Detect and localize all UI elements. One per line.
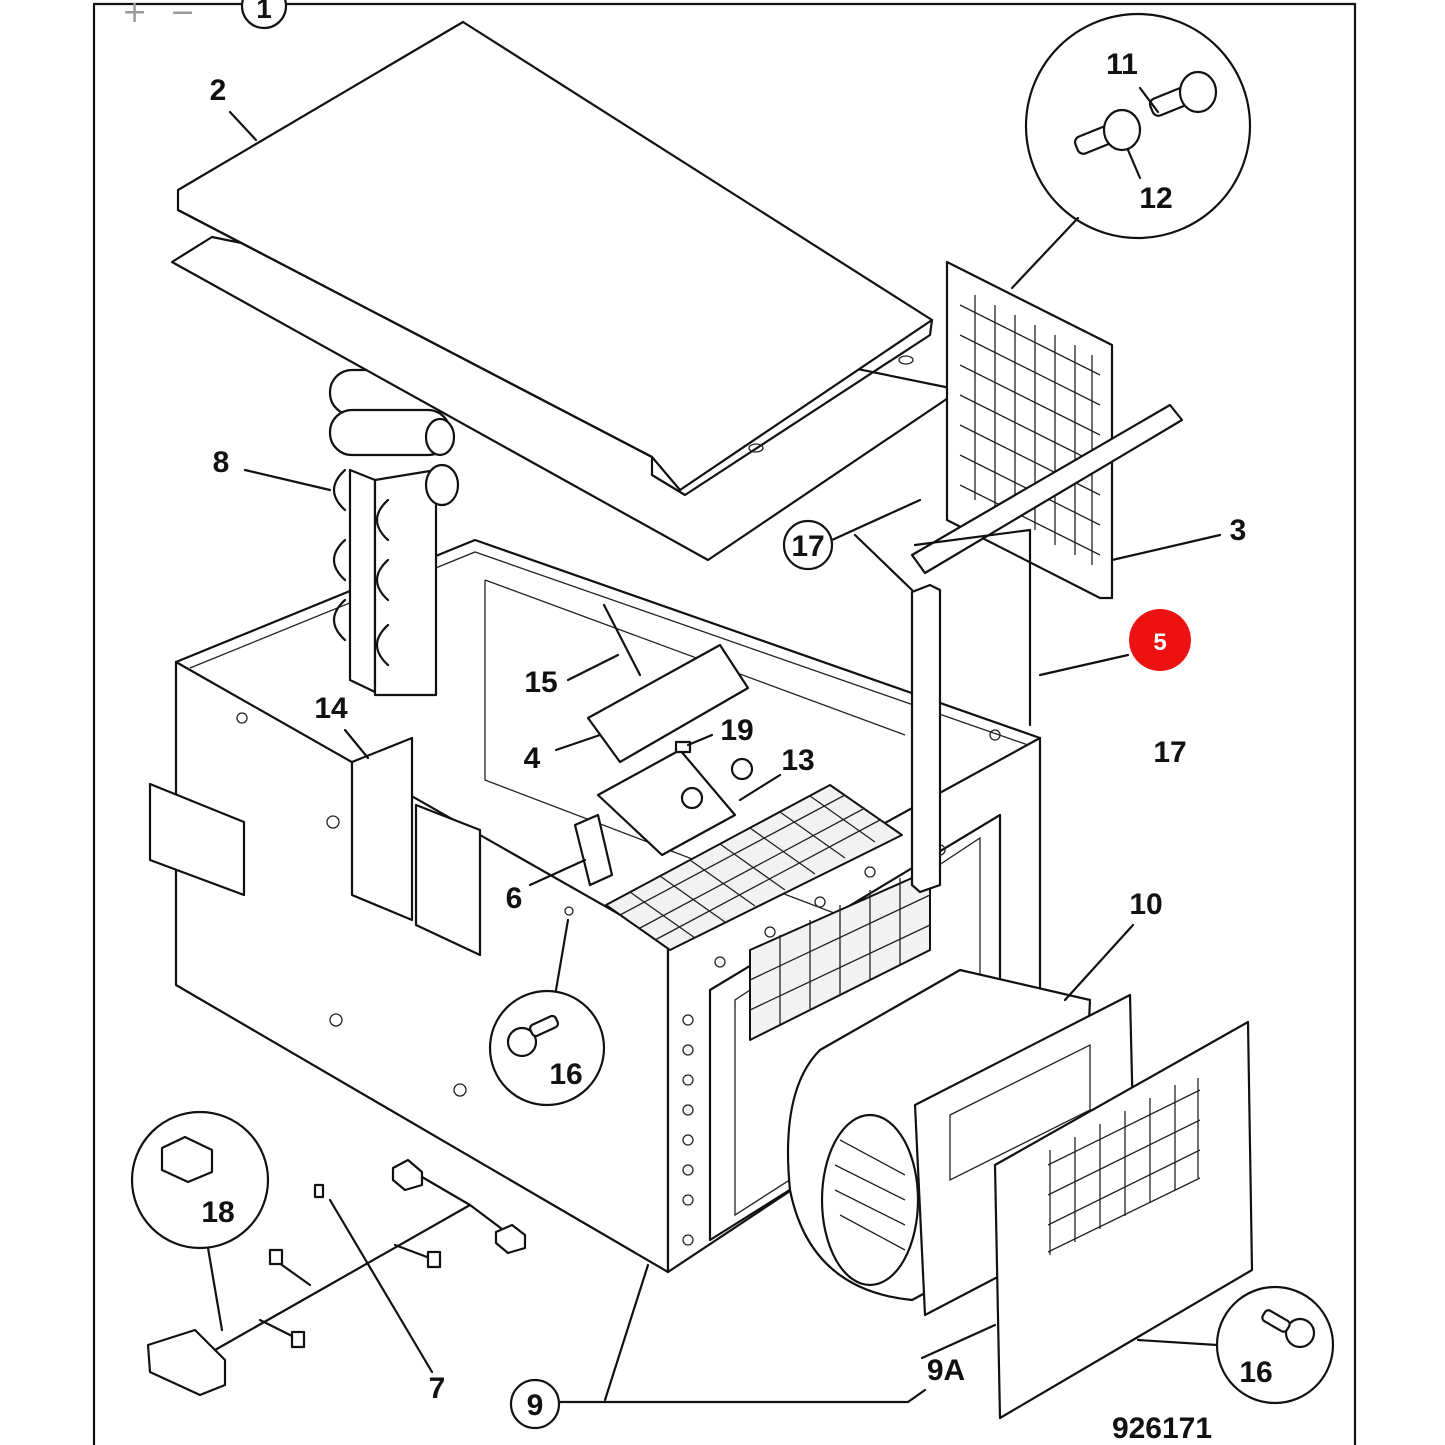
detail-circle-16-right bbox=[1136, 1285, 1335, 1405]
label-18: 18 bbox=[201, 1196, 234, 1229]
label-10: 10 bbox=[1129, 888, 1162, 921]
callout-circle-9: 9 bbox=[509, 1378, 561, 1430]
label-15: 15 bbox=[524, 666, 557, 699]
label-6: 6 bbox=[506, 882, 523, 915]
back-panel bbox=[913, 528, 1032, 727]
foam-strip bbox=[910, 403, 1184, 575]
label-16-right: 16 bbox=[1239, 1356, 1272, 1389]
label-4: 4 bbox=[524, 742, 541, 775]
callout-circle-17: 17 bbox=[782, 519, 834, 571]
label-17: 17 bbox=[1153, 736, 1186, 769]
resistor-part-13 bbox=[596, 748, 737, 857]
label-7: 7 bbox=[429, 1372, 446, 1405]
connector-part-6 bbox=[573, 813, 614, 887]
figure-number: 926171 bbox=[1112, 1412, 1212, 1445]
zoom-in-icon[interactable]: + bbox=[122, 0, 147, 30]
svg-text:9: 9 bbox=[527, 1389, 544, 1422]
board-part-4 bbox=[586, 643, 750, 764]
detail-circle-16-left bbox=[488, 918, 606, 1107]
callout-highlight-5[interactable]: 5 bbox=[1129, 609, 1191, 671]
leader-lines bbox=[228, 86, 1222, 1404]
detail-circle-11-12 bbox=[1010, 12, 1252, 290]
svg-text:1: 1 bbox=[256, 0, 272, 24]
label-2: 2 bbox=[210, 74, 227, 107]
svg-text:17: 17 bbox=[791, 530, 824, 563]
filter-cover-part-9a bbox=[993, 1020, 1254, 1420]
label-3: 3 bbox=[1230, 514, 1247, 547]
label-9a: 9A bbox=[927, 1354, 965, 1387]
label-11: 11 bbox=[1106, 48, 1138, 81]
heater-core-part-8 bbox=[328, 368, 460, 697]
label-12: 12 bbox=[1139, 182, 1172, 215]
side-panel bbox=[414, 803, 482, 957]
svg-text:5: 5 bbox=[1153, 629, 1166, 656]
harness-part-7 bbox=[146, 1158, 527, 1397]
relay-part-19 bbox=[674, 740, 692, 754]
label-16-left: 16 bbox=[549, 1058, 582, 1091]
housing-part-9 bbox=[148, 538, 1042, 1274]
vertical-strip bbox=[910, 583, 942, 894]
zoom-out-icon[interactable]: − bbox=[170, 0, 195, 30]
panel-part-14 bbox=[350, 736, 414, 922]
top-lid-part-2 bbox=[176, 20, 934, 497]
sensor-part-15 bbox=[602, 603, 642, 677]
label-14: 14 bbox=[314, 692, 348, 725]
label-8: 8 bbox=[213, 446, 230, 479]
label-19: 19 bbox=[720, 714, 753, 747]
highlight-marker bbox=[1129, 609, 1191, 671]
detail-circle-18 bbox=[130, 1110, 270, 1332]
label-13: 13 bbox=[781, 744, 814, 777]
page-marker[interactable]: 1 bbox=[240, 0, 288, 30]
